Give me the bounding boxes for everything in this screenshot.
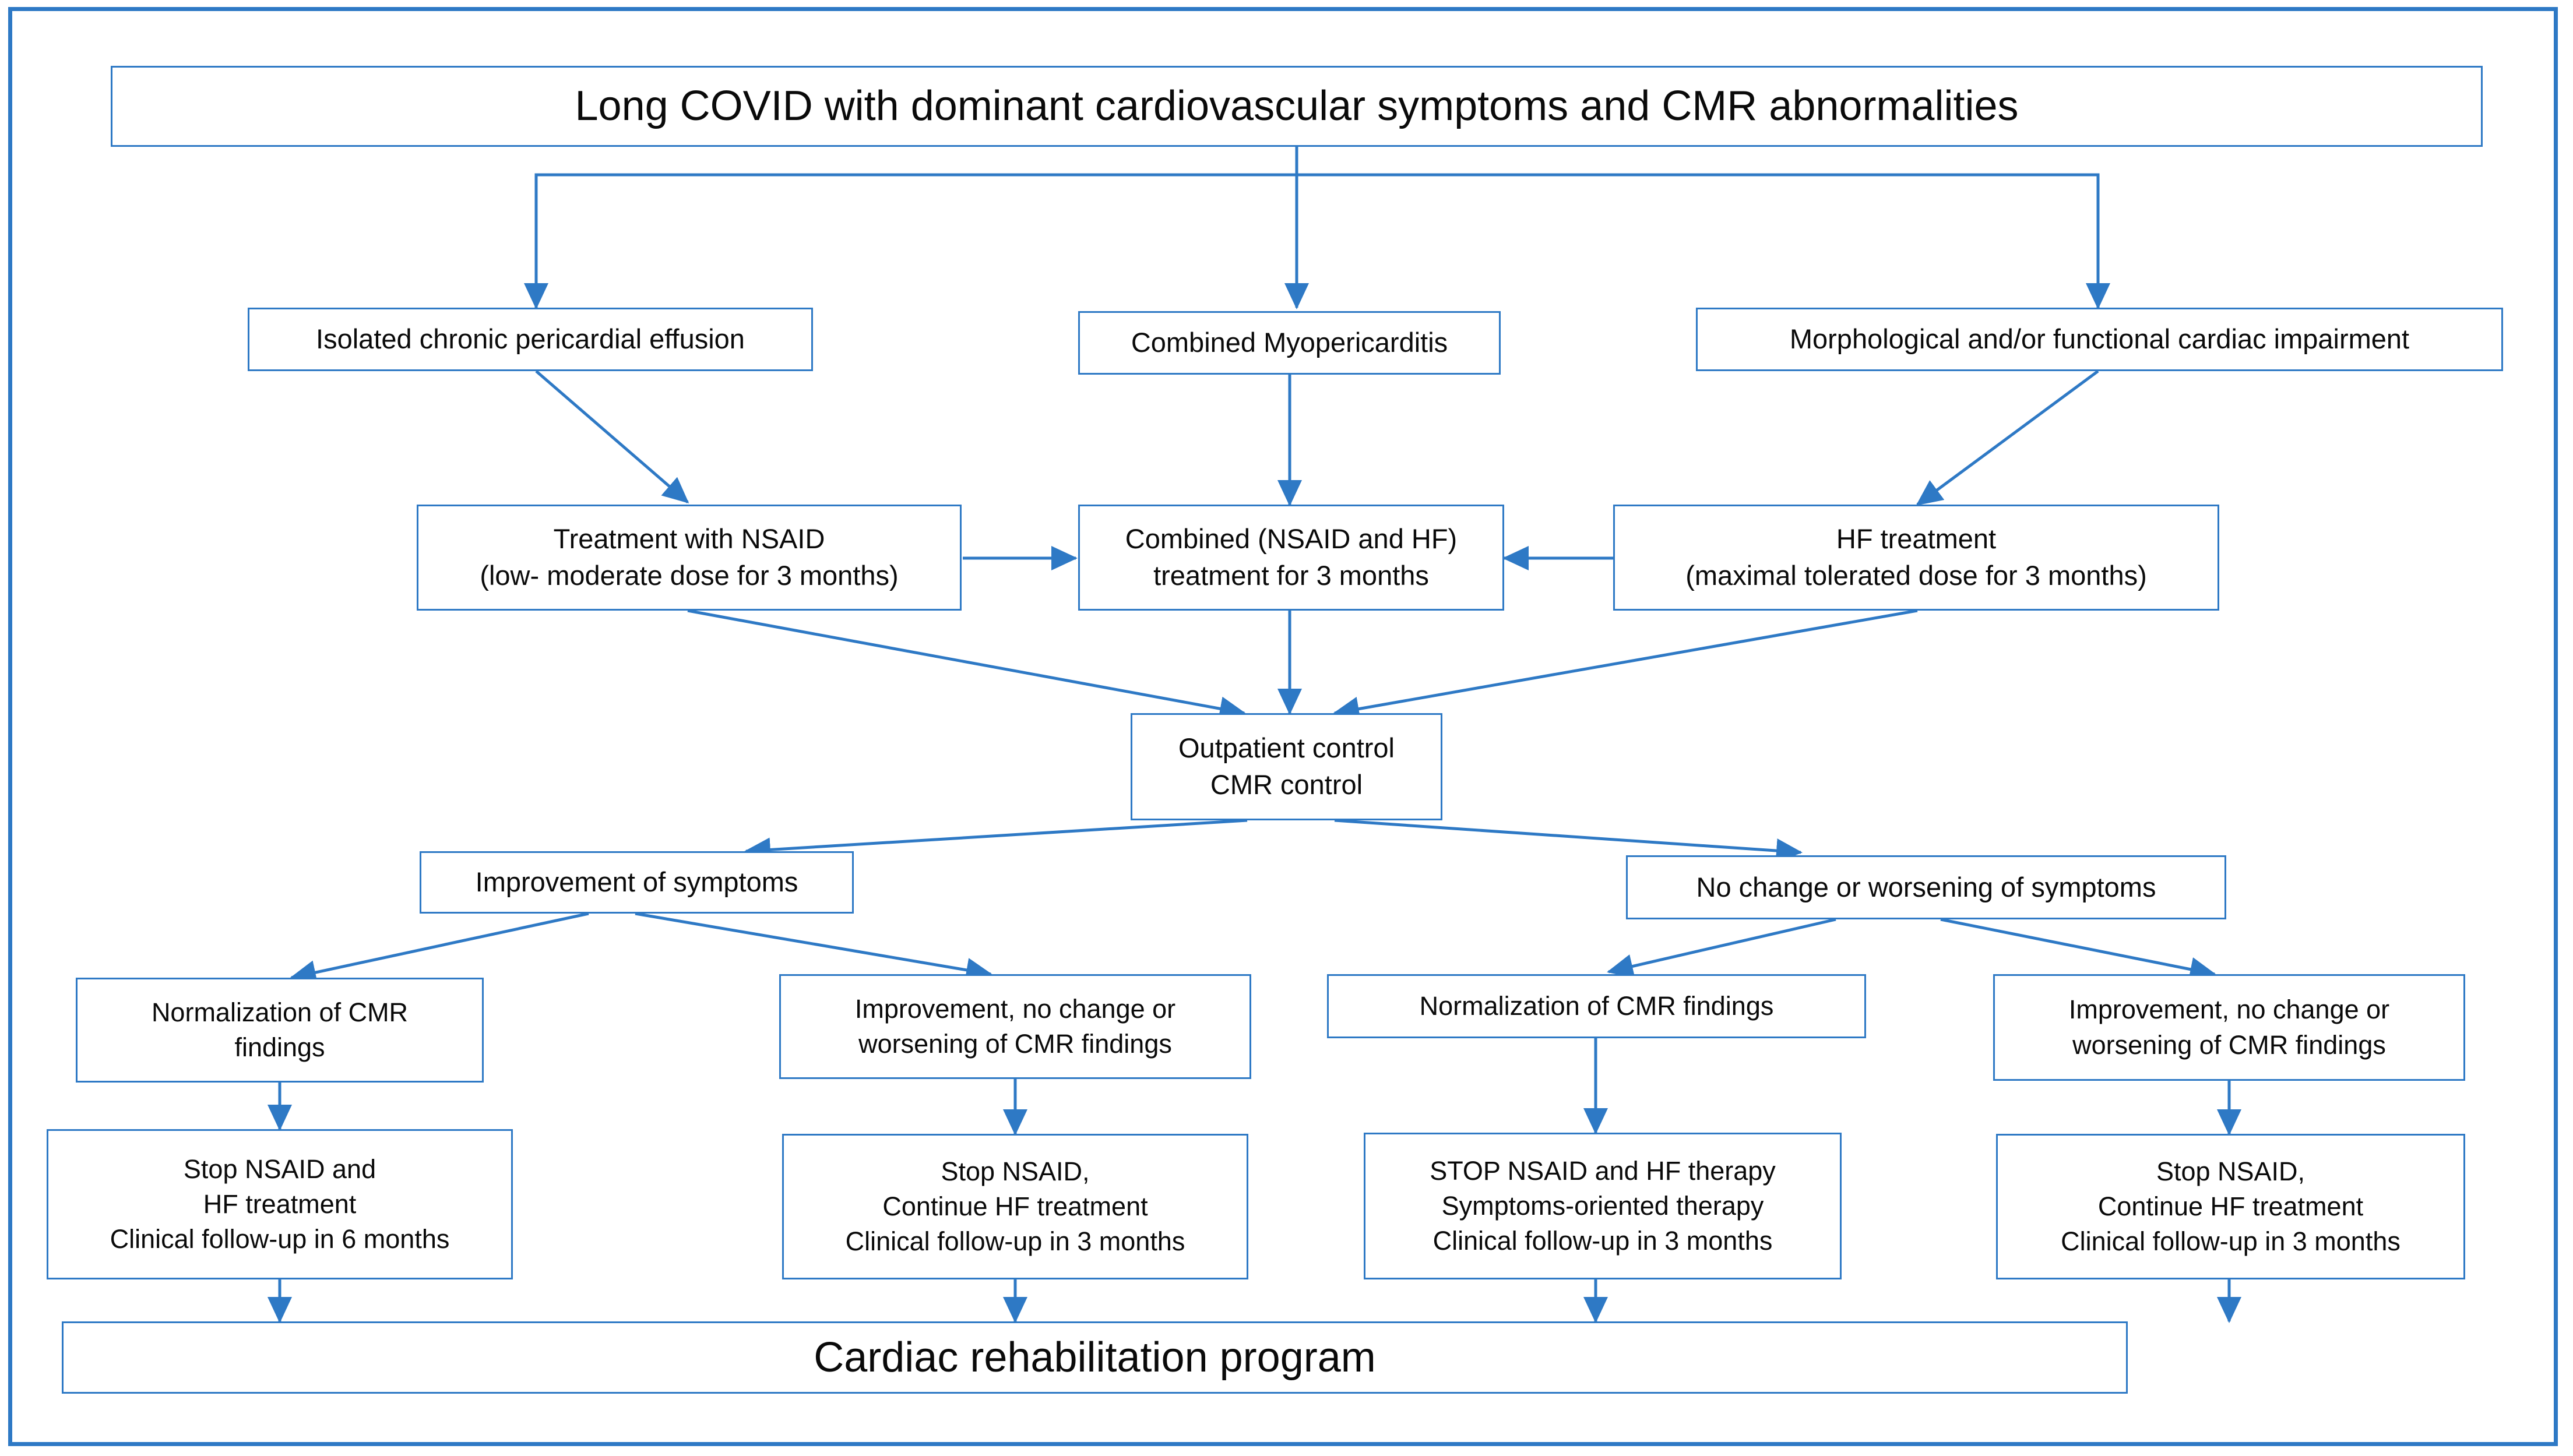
- node-treatment-with-nsaid[interactable]: Treatment with NSAID (low- moderate dose…: [417, 505, 962, 611]
- node-outpatient-cmr-control[interactable]: Outpatient control CMR control: [1131, 713, 1442, 820]
- node-line: (low- moderate dose for 3 months): [480, 560, 899, 591]
- node-improvement-of-symptoms[interactable]: Improvement of symptoms: [420, 851, 854, 914]
- node-normalization-of-cmr-findings-left[interactable]: Normalization of CMR findings: [76, 978, 484, 1083]
- node-line: Combined Myopericarditis: [1131, 327, 1448, 358]
- node-combined-nsaid-and-hf-treatment[interactable]: Combined (NSAID and HF) treatment for 3 …: [1078, 505, 1504, 611]
- node-line: Stop NSAID and: [183, 1154, 376, 1184]
- node-line: Stop NSAID,: [2156, 1156, 2306, 1186]
- node-no-change-or-worsening-of-symptoms[interactable]: No change or worsening of symptoms: [1626, 855, 2226, 919]
- node-line: Outpatient control: [1178, 732, 1395, 764]
- node-line: Isolated chronic pericardial effusion: [316, 323, 745, 355]
- node-long-covid-title[interactable]: Long COVID with dominant cardiovascular …: [111, 66, 2483, 147]
- node-line: Long COVID with dominant cardiovascular …: [575, 83, 2019, 130]
- node-hf-treatment[interactable]: HF treatment (maximal tolerated dose for…: [1613, 505, 2219, 611]
- node-stop-nsaid-continue-hf-3-months-right[interactable]: Stop NSAID, Continue HF treatment Clinic…: [1996, 1134, 2465, 1279]
- node-improvement-no-change-worsening-cmr-right[interactable]: Improvement, no change or worsening of C…: [1993, 974, 2465, 1081]
- node-stop-nsaid-and-hf-treatment-6-months[interactable]: Stop NSAID and HF treatment Clinical fol…: [47, 1129, 513, 1279]
- node-line: worsening of CMR findings: [858, 1029, 1172, 1059]
- node-stop-nsaid-hf-symptoms-oriented-therapy[interactable]: STOP NSAID and HF therapy Symptoms-orien…: [1364, 1133, 1842, 1279]
- node-line: Normalization of CMR: [151, 997, 409, 1027]
- node-improvement-no-change-worsening-cmr-left[interactable]: Improvement, no change or worsening of C…: [779, 974, 1251, 1079]
- node-morphological-functional-cardiac-impairment[interactable]: Morphological and/or functional cardiac …: [1696, 308, 2503, 371]
- node-line: Continue HF treatment: [882, 1191, 1148, 1221]
- node-line: treatment for 3 months: [1153, 560, 1429, 591]
- node-line: Symptoms-oriented therapy: [1441, 1190, 1764, 1221]
- node-line: (maximal tolerated dose for 3 months): [1685, 560, 2147, 591]
- node-line: HF treatment: [1836, 523, 1997, 555]
- node-line: Improvement, no change or: [854, 993, 1176, 1024]
- node-line: Cardiac rehabilitation program: [814, 1334, 1376, 1381]
- node-combined-myopericarditis[interactable]: Combined Myopericarditis: [1078, 311, 1501, 375]
- node-line: Morphological and/or functional cardiac …: [1789, 323, 2410, 355]
- node-line: Clinical follow-up in 6 months: [110, 1224, 450, 1254]
- node-line: Clinical follow-up in 3 months: [1432, 1226, 1773, 1256]
- node-line: Stop NSAID,: [941, 1156, 1090, 1186]
- node-line: findings: [234, 1032, 325, 1062]
- node-line: Clinical follow-up in 3 months: [845, 1226, 1185, 1257]
- node-line: worsening of CMR findings: [2072, 1030, 2386, 1060]
- node-line: Improvement, no change or: [2068, 995, 2390, 1025]
- node-normalization-of-cmr-findings-right[interactable]: Normalization of CMR findings: [1327, 974, 1866, 1038]
- node-line: Normalization of CMR findings: [1419, 990, 1774, 1021]
- node-line: CMR control: [1210, 769, 1363, 800]
- node-line: Clinical follow-up in 3 months: [2061, 1226, 2400, 1257]
- node-stop-nsaid-continue-hf-3-months-left[interactable]: Stop NSAID, Continue HF treatment Clinic…: [782, 1134, 1248, 1279]
- node-line: Treatment with NSAID: [553, 523, 825, 555]
- node-line: Combined (NSAID and HF): [1125, 523, 1458, 555]
- node-isolated-chronic-pericardial-effusion[interactable]: Isolated chronic pericardial effusion: [248, 308, 813, 371]
- node-line: STOP NSAID and HF therapy: [1430, 1155, 1776, 1186]
- node-line: Continue HF treatment: [2097, 1191, 2364, 1221]
- node-line: No change or worsening of symptoms: [1696, 871, 2156, 902]
- node-line: Improvement of symptoms: [475, 866, 798, 898]
- node-line: HF treatment: [203, 1189, 357, 1219]
- node-cardiac-rehabilitation-program[interactable]: Cardiac rehabilitation program: [62, 1321, 2128, 1394]
